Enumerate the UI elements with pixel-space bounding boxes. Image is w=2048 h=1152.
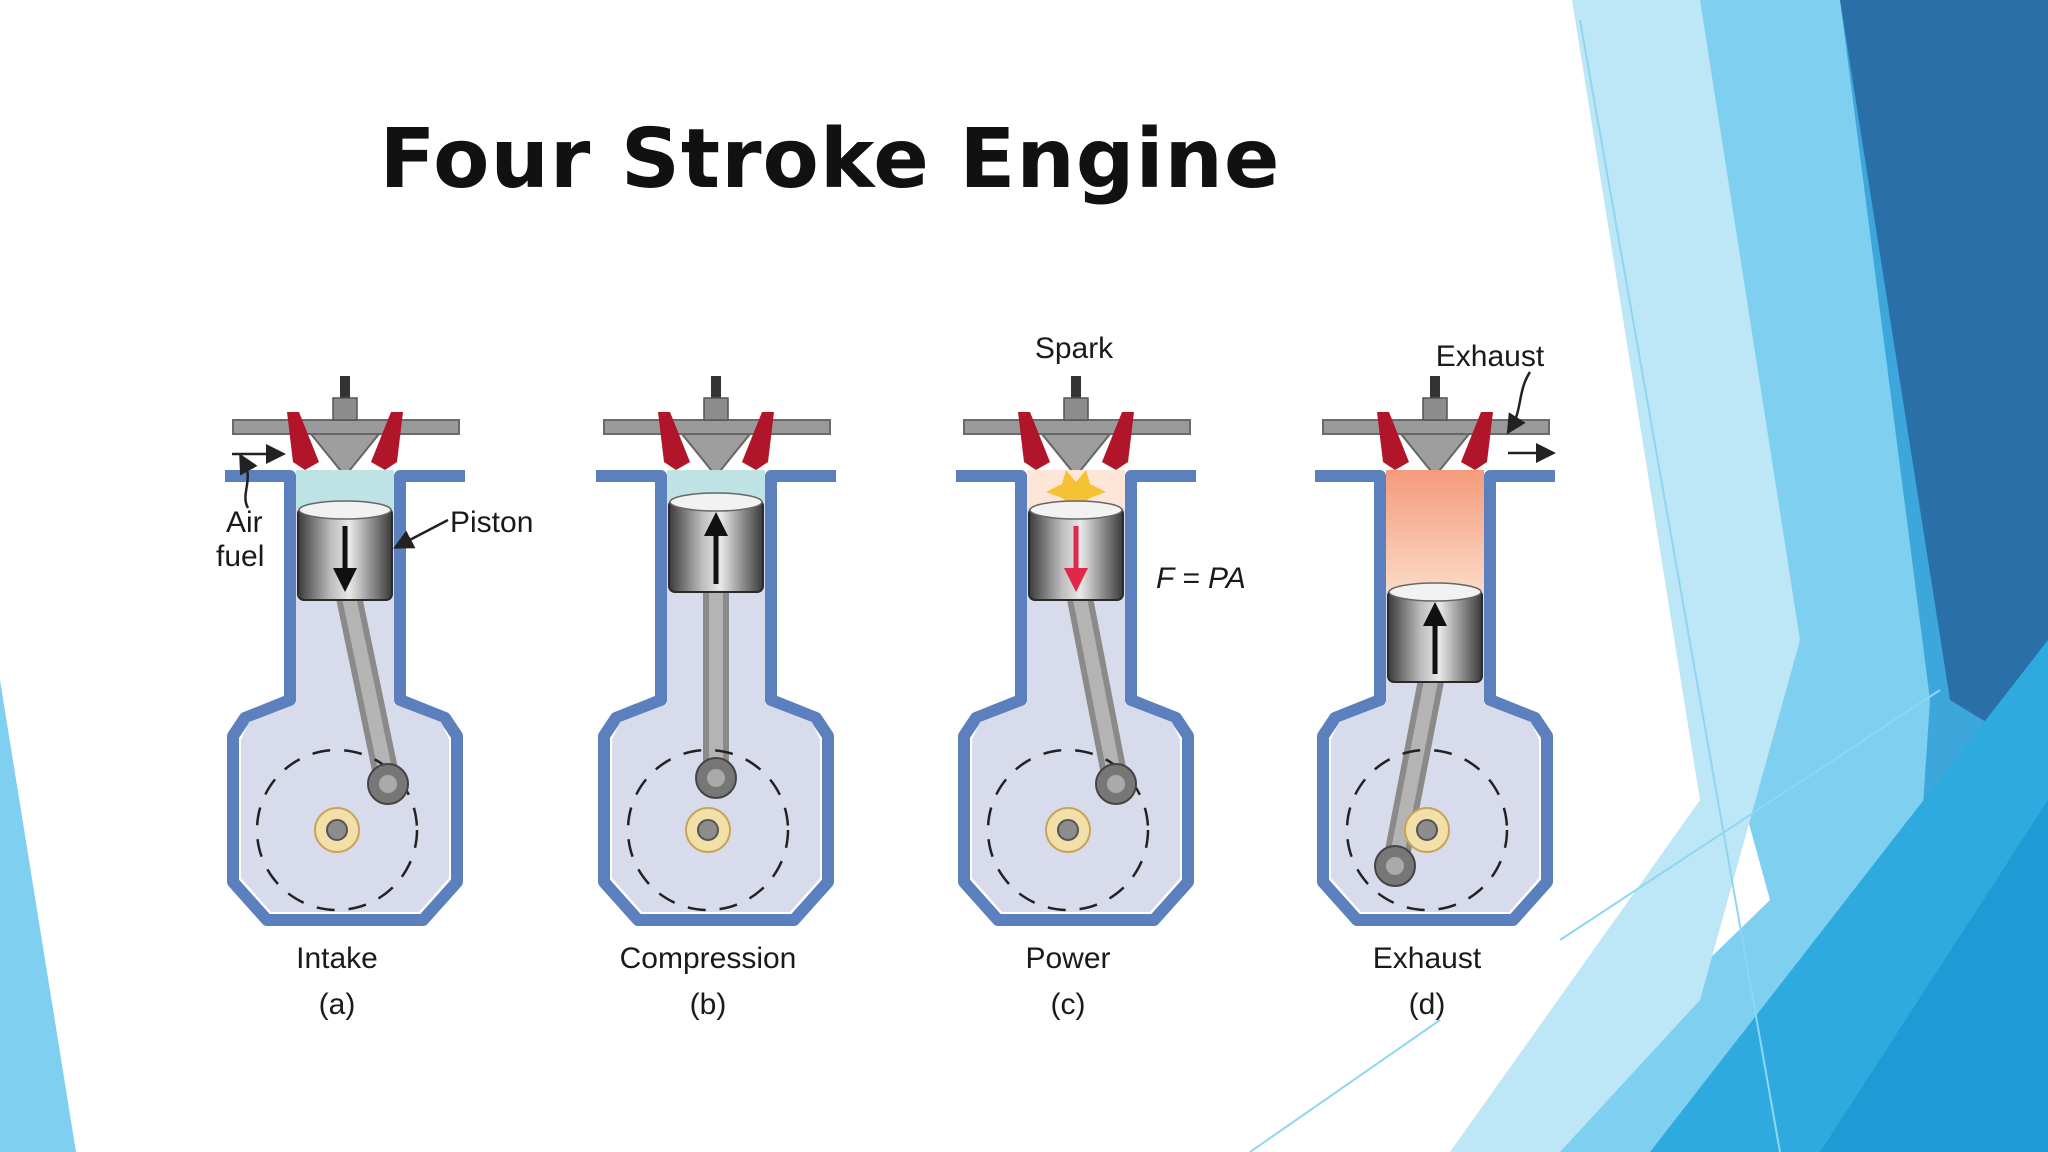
deco-shape-bottom-right-bright [1820, 800, 2048, 1152]
spark-plug-tip [1430, 376, 1440, 400]
piston-motion-arrowhead [333, 568, 357, 592]
crankcase-interior [972, 476, 1180, 912]
piston-crown [669, 492, 763, 512]
connecting-rod-highlight [1388, 653, 1442, 873]
spark-plug-body [1422, 397, 1448, 421]
intake-valve [1018, 412, 1050, 470]
engine-3 [956, 376, 1196, 926]
engine-4 [1315, 376, 1555, 926]
stroke-letter-1: (a) [319, 988, 356, 1021]
exhaust-valve [1102, 412, 1134, 470]
spark-plug-body [703, 397, 729, 421]
deco-shape-pale [1450, 0, 1800, 1152]
cylinder-wall [225, 470, 465, 926]
crankshaft [326, 819, 348, 841]
spark-plug-body [332, 397, 358, 421]
intake-valve [1377, 412, 1409, 470]
combustion-dome [308, 433, 382, 478]
stroke-name-3: Power [1025, 942, 1110, 975]
cylinder-wall [956, 470, 1196, 926]
intake-valve [658, 412, 690, 470]
combustion-dome [1398, 433, 1472, 478]
piston-motion-arrowhead [704, 512, 728, 536]
crankshaft [1057, 819, 1079, 841]
exhaust-pointer [1506, 371, 1532, 435]
piston-crown [1388, 582, 1482, 602]
stroke-name-4: Exhaust [1373, 942, 1482, 975]
deco-shape-left [0, 680, 76, 1152]
air-fuel-pointer [239, 453, 258, 509]
stroke-name-2: Compression [620, 942, 797, 975]
label-force-formula: F = PA [1156, 562, 1246, 595]
deco-line-3 [1249, 1019, 1441, 1152]
piston-crown [298, 500, 392, 520]
slide-title: Four Stroke Engine [379, 112, 1281, 207]
piston-motion-arrowhead [1064, 568, 1088, 592]
intake-valve [287, 412, 319, 470]
combustion-dome [679, 433, 753, 478]
deco-line-1 [1579, 19, 1781, 1152]
connecting-rod-highlight [338, 571, 395, 791]
crank-pin-center [1386, 857, 1404, 875]
engine-2 [596, 376, 836, 926]
stroke-letter-3: (c) [1051, 988, 1086, 1021]
piston-motion-arrowhead [1423, 602, 1447, 626]
crank-pin-center [707, 769, 725, 787]
crank-rotation-path [986, 748, 1150, 912]
crank-rotation-path [1345, 748, 1509, 912]
exhaust-valve [1461, 412, 1493, 470]
connecting-rod-highlight [1069, 571, 1123, 791]
piston-pointer [393, 518, 449, 549]
label-fuel: fuel [216, 540, 264, 573]
stroke-letter-2: (b) [690, 988, 727, 1021]
spark-plug-tip [1071, 376, 1081, 400]
label-air: Air [226, 506, 263, 539]
deco-shape-dark-blue [1840, 0, 2048, 760]
crankcase-interior [241, 476, 449, 912]
engine-1 [225, 376, 465, 926]
spark-plug-tip [711, 376, 721, 400]
combustion-dome [1039, 433, 1113, 478]
cylinder-head-plate [963, 419, 1191, 435]
exhaust-valve [371, 412, 403, 470]
cylinder-head-plate [232, 419, 460, 435]
crankshaft [697, 819, 719, 841]
crank-rotation-path [626, 748, 790, 912]
spark-plug-body [1063, 397, 1089, 421]
combustion-chamber [1386, 470, 1484, 590]
label-spark: Spark [1035, 332, 1114, 365]
cylinder-head-plate [603, 419, 831, 435]
exhaust-valve [742, 412, 774, 470]
stroke-name-1: Intake [296, 942, 378, 975]
label-exhaust-out: Exhaust [1436, 340, 1545, 373]
cylinder-wall [1315, 470, 1555, 926]
label-piston: Piston [450, 506, 533, 539]
stroke-letter-4: (d) [1409, 988, 1446, 1021]
crank-pin-center [1107, 775, 1125, 793]
spark-flash [1046, 470, 1106, 508]
deco-line-2 [1559, 689, 1941, 941]
crankshaft [1416, 819, 1438, 841]
crank-rotation-path [255, 748, 419, 912]
cylinder-wall [596, 470, 836, 926]
piston-crown [1029, 500, 1123, 520]
spark-plug-tip [340, 376, 350, 400]
crank-pin-center [379, 775, 397, 793]
